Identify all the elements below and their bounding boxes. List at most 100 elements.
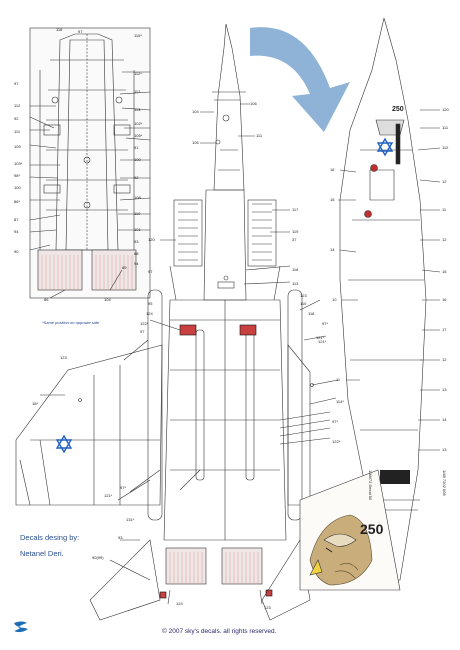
tail-eagle-artwork xyxy=(299,469,401,591)
callout: 121* xyxy=(104,493,113,498)
callout: 16 xyxy=(330,167,335,172)
callout: 110 xyxy=(300,301,307,306)
side-code-b: 1/48 7202 008 xyxy=(442,470,447,496)
callout: 119 xyxy=(292,229,299,234)
callout: 111 xyxy=(256,133,263,138)
callout: 91 xyxy=(134,145,139,150)
callout: 97 xyxy=(14,81,19,86)
upper-view-body xyxy=(160,189,291,301)
callout: 131* xyxy=(126,517,135,522)
callout: 108 xyxy=(134,195,141,200)
callout: 97 xyxy=(78,29,83,34)
callout: 116 xyxy=(56,27,63,32)
callout: 12 xyxy=(442,237,447,242)
callout: 112 xyxy=(14,103,21,108)
callout: 14 xyxy=(330,247,335,252)
tail-number: 250 xyxy=(360,521,384,537)
position-note: *Same position on opposite side xyxy=(42,320,100,325)
callout: 92 xyxy=(134,175,139,180)
copyright-text: © 2007 sky's decals. all rights reserved… xyxy=(162,628,277,635)
callout: 113 xyxy=(134,107,141,112)
callout: 118 xyxy=(308,311,315,316)
wing-right xyxy=(287,344,339,506)
callout: 98* xyxy=(14,173,21,178)
callout: 122* xyxy=(332,439,341,444)
callout: 90(99) xyxy=(92,555,104,560)
callout: 18* xyxy=(32,401,39,406)
callout: 118 xyxy=(292,267,299,272)
callout: 105* xyxy=(134,133,143,138)
callout: 97* xyxy=(332,419,339,424)
callout: 97 xyxy=(140,329,145,334)
callout: 14 xyxy=(442,417,447,422)
upper-fuselage-detail xyxy=(29,27,151,299)
callout: 92 xyxy=(14,116,19,121)
side-profile xyxy=(338,17,441,581)
callout: 86 xyxy=(44,297,49,302)
callout: 97* xyxy=(120,485,127,490)
callout: 124 xyxy=(176,601,183,606)
callout: 11 xyxy=(336,377,341,382)
callout: 103* xyxy=(14,161,23,166)
callout: 113 xyxy=(292,281,299,286)
callout: 11 xyxy=(442,207,447,212)
top-view-nose xyxy=(200,23,255,191)
callout: 12 xyxy=(442,179,447,184)
callout: 123 xyxy=(60,355,67,360)
star-of-david-roundel-icon xyxy=(376,137,394,157)
callout: 124 xyxy=(146,311,153,316)
callout: 101 xyxy=(134,227,141,232)
callout: 105 xyxy=(192,140,199,145)
callout: 94 xyxy=(134,261,139,266)
callout: 97* xyxy=(322,321,329,326)
callout: 123 xyxy=(264,605,271,610)
callout: 93 xyxy=(118,535,123,540)
callout: 13 xyxy=(442,447,447,452)
side-profile-number: 250 xyxy=(392,106,404,113)
callout: 112 xyxy=(442,145,449,150)
callout: 17 xyxy=(442,327,447,332)
callout: 10 xyxy=(332,297,337,302)
wing-left xyxy=(15,344,163,506)
callout: 97 xyxy=(148,269,153,274)
callout: 86* xyxy=(14,199,21,204)
callout: 112* xyxy=(134,71,142,76)
callout: 114* xyxy=(336,399,344,404)
callout: 123 xyxy=(300,293,307,298)
callout: 12 xyxy=(442,357,447,362)
callout: 121* xyxy=(316,335,325,340)
star-of-david-roundel-icon xyxy=(55,434,73,454)
callout: 93 xyxy=(134,239,139,244)
callout: 115* xyxy=(134,33,142,38)
callout: 111 xyxy=(442,125,449,130)
brand-swoosh-logo xyxy=(14,621,28,633)
callout: 121* xyxy=(318,339,327,344)
credit-line-2: Netanel Deri. xyxy=(20,549,64,558)
credit-line-1: Decals desing by: xyxy=(20,533,80,542)
side-code-a: 1/48/72 Decal 50 xyxy=(368,470,373,501)
callout: 94 xyxy=(14,229,19,234)
callout: 102* xyxy=(134,121,143,126)
callout: 95 xyxy=(148,301,153,306)
callout: 88 xyxy=(134,251,139,256)
callout: 120 xyxy=(148,237,155,242)
callout: 13 xyxy=(442,387,447,392)
curved-arrow-icon xyxy=(250,27,350,132)
callout: 122* xyxy=(140,321,149,326)
callout: 90 xyxy=(14,249,19,254)
callout: 37 xyxy=(292,237,297,242)
callout: 110 xyxy=(134,211,141,216)
callout: 89 xyxy=(122,265,127,270)
callout: 104 xyxy=(192,109,199,114)
callout: 87 xyxy=(14,217,19,222)
callout: 120 xyxy=(442,107,449,112)
callout: 109 xyxy=(14,144,21,149)
callout: 100 xyxy=(14,185,21,190)
callout: 100 xyxy=(134,157,141,162)
lower-view-body xyxy=(89,289,337,621)
callout: 111 xyxy=(14,129,21,134)
callout: 106 xyxy=(250,101,257,106)
callout: 112 xyxy=(134,89,141,94)
callout: 117 xyxy=(292,207,299,212)
